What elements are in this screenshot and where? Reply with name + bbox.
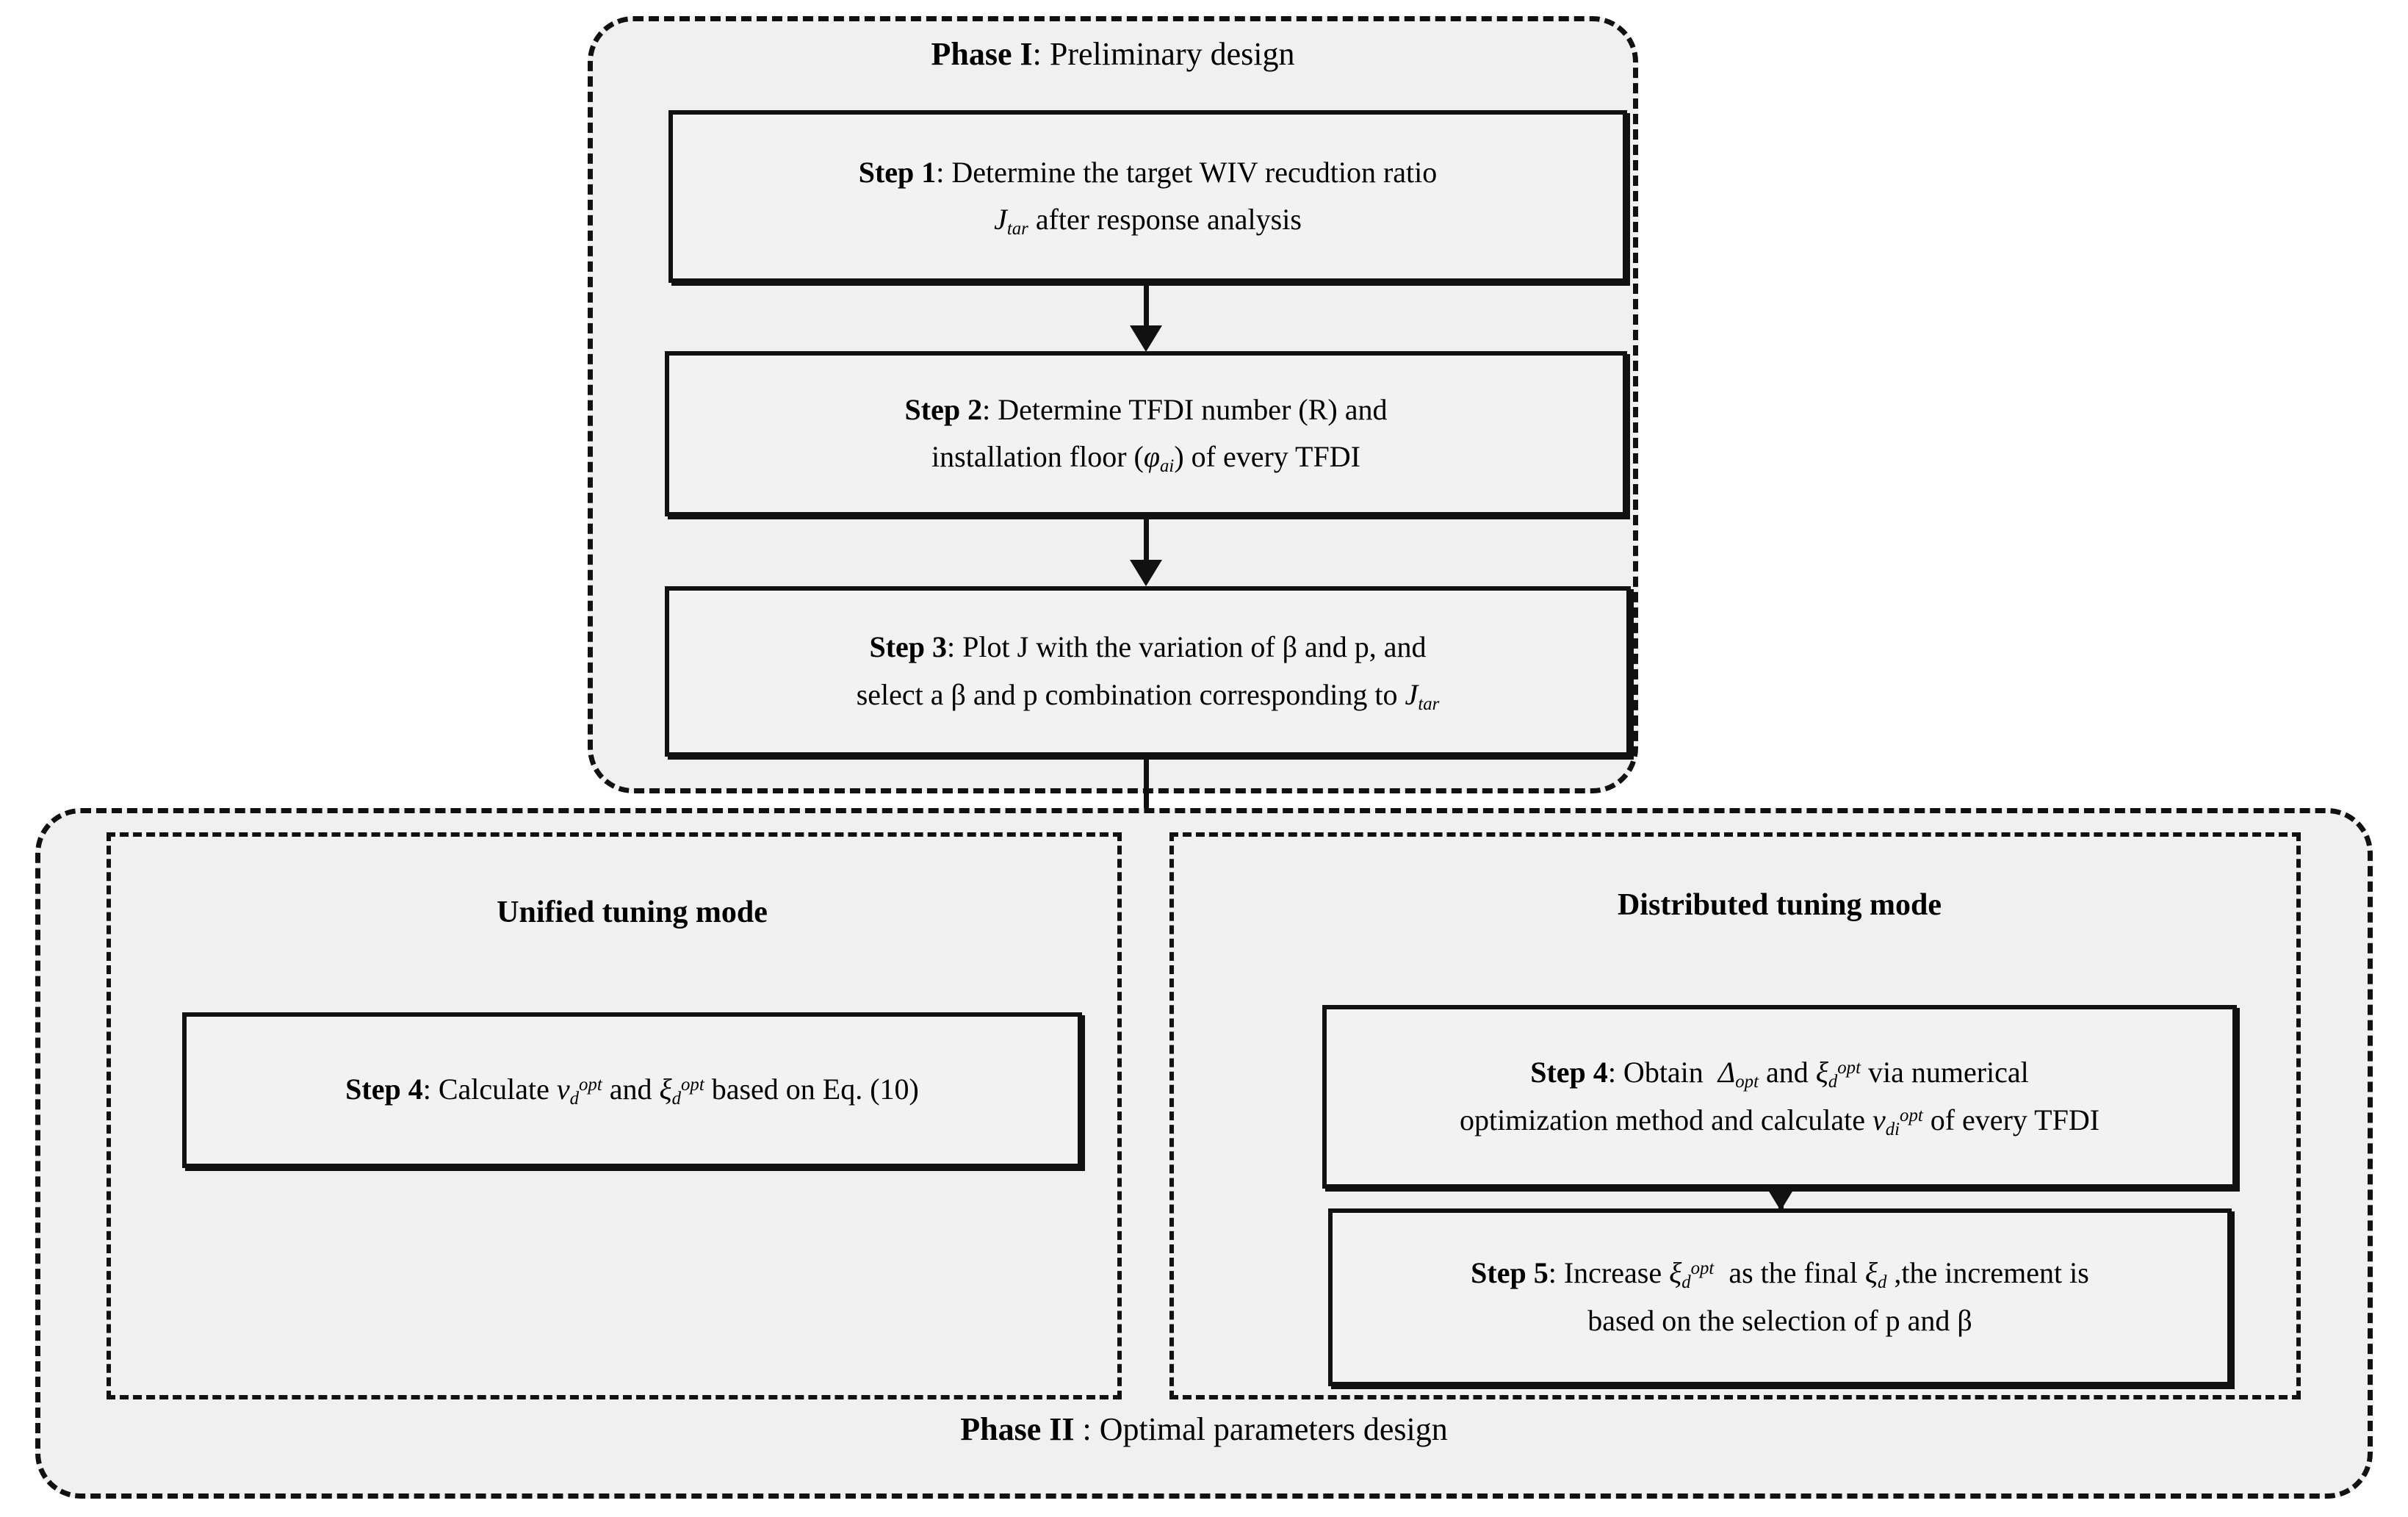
step-5-distributed-text-a: : Increase (1548, 1256, 1662, 1290)
step-4-distributed-symbol-delta-sub: opt (1735, 1071, 1759, 1092)
step-3-label: Step 3 (869, 630, 948, 664)
step-4-distributed-text-a: : Obtain (1607, 1055, 1704, 1089)
arrowhead-step3 (1130, 560, 1162, 586)
step-4-distributed-symbol-xi-sub: d (1828, 1071, 1838, 1092)
step-1-symbol-J-sub: tar (1006, 219, 1028, 239)
step-4-unified-line-1: Step 4: Calculate vdopt and ξdopt based … (345, 1066, 919, 1114)
step-1-line-2: Jtar after response analysis (994, 196, 1302, 244)
step-1-text-2: after response analysis (1035, 203, 1302, 237)
step-5-distributed-symbol-xi-sub: d (1877, 1272, 1887, 1292)
phase-2-title-strong: Phase II (960, 1411, 1075, 1447)
step-3-line-2: select a β and p combination correspondi… (857, 671, 1440, 719)
phase-1-title-strong: Phase I (931, 36, 1033, 72)
step-4-distributed-line-1: Step 4: Obtain Δopt and ξdopt via numeri… (1530, 1049, 2029, 1097)
step-4-distributed-symbol-vdi-sub: di (1885, 1119, 1900, 1139)
distributed-mode-label: Distributed tuning mode (1617, 888, 1942, 922)
step-4-distributed-text-2b: of every TFDI (1930, 1103, 2100, 1136)
step-2-line-2: installation floor (φai) of every TFDI (931, 433, 1360, 481)
step-4-unified-box[interactable]: Step 4: Calculate vdopt and ξdopt based … (182, 1012, 1082, 1168)
step-4-unified-text-a: : Calculate (422, 1073, 549, 1106)
step-5-distributed-symbol-xi: ξ (1864, 1256, 1878, 1290)
step-5-distributed-symbol-xi-opt-sup: opt (1690, 1258, 1715, 1279)
step-2-symbol-phi-sub: ai (1160, 456, 1175, 477)
step-4-unified-symbol-xi-sup: opt (681, 1075, 704, 1095)
step-4-distributed-text-c: via numerical (1867, 1055, 2029, 1089)
phase-2-title-rest: : Optimal parameters design (1074, 1411, 1448, 1447)
step-2-text: : Determine TFDI number (R) and (982, 392, 1388, 426)
step-1-symbol-J: J (994, 203, 1007, 237)
step-5-distributed-text-c: ,the increment is (1894, 1256, 2089, 1290)
step-4-unified-text-b: and (609, 1073, 652, 1106)
step-1-label: Step 1 (858, 155, 937, 189)
connector-step2-step3 (1144, 516, 1149, 563)
step-3-box[interactable]: Step 3: Plot J with the variation of β a… (665, 586, 1631, 757)
step-5-distributed-symbol-xi-opt: ξ (1669, 1256, 1682, 1290)
step-4-distributed-symbol-xi-sup: opt (1837, 1058, 1861, 1078)
step-2-box[interactable]: Step 2: Determine TFDI number (R) and in… (665, 351, 1627, 516)
step-5-distributed-label: Step 5 (1471, 1256, 1549, 1290)
step-4-distributed-text-b: and (1765, 1055, 1809, 1089)
step-5-distributed-line-1: Step 5: Increase ξdopt as the final ξd ,… (1471, 1250, 2089, 1297)
step-3-text-2a: select a β and p combination correspondi… (856, 677, 1398, 711)
step-4-unified-label: Step 4 (345, 1073, 423, 1106)
connector-step1-step2 (1144, 283, 1149, 338)
step-4-distributed-label: Step 4 (1530, 1055, 1608, 1089)
step-3-symbol-J-sub: tar (1418, 693, 1440, 714)
step-4-unified-text-c: based on Eq. (10) (711, 1073, 919, 1106)
unified-tuning-region (107, 832, 1122, 1399)
step-4-distributed-symbol-xi: ξ (1815, 1055, 1828, 1089)
step-5-distributed-symbol-xi-opt-sub: d (1681, 1272, 1691, 1292)
step-2-text-2b: ) of every TFDI (1174, 440, 1360, 474)
step-4-distributed-symbol-vdi: v (1872, 1103, 1886, 1136)
step-4-unified-symbol-v: v (556, 1073, 570, 1106)
step-4-distributed-text-2a: optimization method and calculate (1459, 1103, 1865, 1136)
phase-1-title-rest: : Preliminary design (1032, 36, 1295, 72)
arrowhead-step5-distributed (1764, 1184, 1797, 1211)
step-5-distributed-box[interactable]: Step 5: Increase ξdopt as the final ξd ,… (1328, 1208, 2232, 1386)
step-5-distributed-text-2a: based on the selection of p and β (1587, 1304, 1972, 1338)
step-2-text-2a: installation floor ( (931, 440, 1144, 474)
phase-1-title: Phase I: Preliminary design (588, 35, 1638, 73)
step-4-distributed-line-2: optimization method and calculate vdiopt… (1460, 1097, 2099, 1145)
step-4-unified-symbol-xi-sub: d (671, 1089, 682, 1109)
step-2-line-1: Step 2: Determine TFDI number (R) and (905, 386, 1388, 434)
step-2-label: Step 2 (904, 392, 983, 426)
phase-2-title: Phase II : Optimal parameters design (35, 1410, 2373, 1448)
distributed-tuning-region (1169, 832, 2301, 1399)
step-4-distributed-symbol-vdi-sup: opt (1900, 1106, 1923, 1126)
step-1-box[interactable]: Step 1: Determine the target WIV recudti… (668, 110, 1627, 283)
step-4-unified-symbol-v-sup: opt (579, 1075, 602, 1095)
step-4-distributed-symbol-delta: Δ (1717, 1055, 1736, 1089)
step-3-line-1: Step 3: Plot J with the variation of β a… (869, 624, 1426, 671)
step-1-text: : Determine the target WIV recudtion rat… (936, 155, 1438, 189)
arrowhead-step2 (1130, 325, 1162, 352)
step-5-distributed-text-b: as the final (1729, 1256, 1858, 1290)
step-4-unified-symbol-xi: ξ (659, 1073, 672, 1106)
step-5-distributed-line-2: based on the selection of p and β (1587, 1297, 1972, 1345)
step-2-symbol-phi: φ (1143, 440, 1161, 474)
unified-mode-label: Unified tuning mode (497, 896, 768, 929)
step-4-distributed-box[interactable]: Step 4: Obtain Δopt and ξdopt via numeri… (1322, 1005, 2237, 1189)
step-3-symbol-J: J (1405, 677, 1419, 711)
step-4-unified-symbol-v-sub: d (569, 1089, 580, 1109)
step-1-line-1: Step 1: Determine the target WIV recudti… (859, 149, 1438, 197)
step-3-text: : Plot J with the variation of β and p, … (947, 630, 1427, 664)
